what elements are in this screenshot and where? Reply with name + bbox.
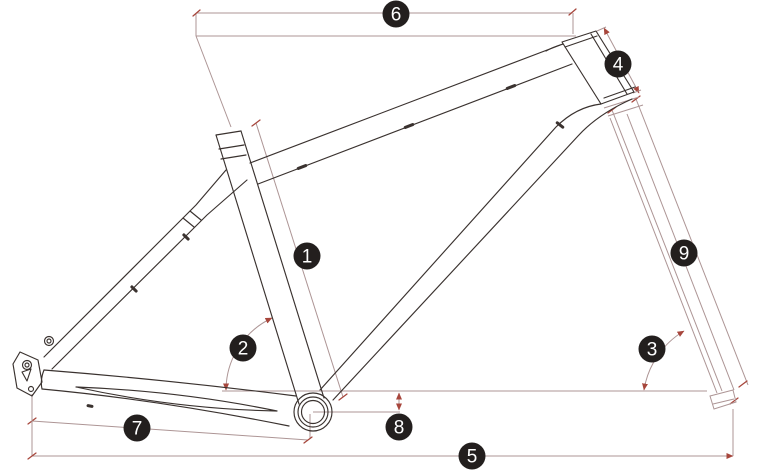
seat-stay [21,169,248,371]
callout-5-label: 5 [467,447,478,468]
dim-top-tube-length [192,8,577,128]
cable-guide [505,84,517,90]
chainstay [40,369,297,427]
dim-wheelbase [27,394,734,460]
callout-2-label: 2 [238,339,249,360]
callout-7-badge: 7 [123,414,151,442]
dimension-lines [27,8,749,460]
callout-2-badge: 2 [229,334,257,362]
callout-8-label: 8 [394,418,405,439]
rear-dropout [12,351,43,397]
top-tube [249,43,573,185]
callout-7-label: 7 [132,419,143,440]
cable-clip [182,233,190,241]
callout-4-badge: 4 [604,50,632,78]
cable-guide [403,123,415,129]
down-tube [319,98,633,401]
callouts: 1 2 3 4 5 6 7 8 [123,0,698,470]
cable-stop [86,404,94,408]
front-dropout [709,389,737,410]
callout-6-badge: 6 [382,0,410,28]
dim-fork-length [607,95,749,405]
frame-drawing [12,30,636,432]
callout-1-badge: 1 [293,242,321,270]
callout-5-badge: 5 [458,442,486,470]
fork-blade [609,117,718,394]
callout-3-label: 3 [647,340,658,361]
bottom-bracket [293,392,333,432]
seat-tube [215,130,325,405]
callout-3-badge: 3 [638,335,666,363]
cable-port [555,121,565,129]
callout-6-label: 6 [391,5,402,26]
callout-1-label: 1 [302,247,313,268]
callout-4-label: 4 [613,55,624,76]
cable-guide [296,164,308,170]
fork-crown [603,96,640,109]
disc-mount-bolts [21,335,55,371]
cable-clip [130,285,138,293]
callout-9-badge: 9 [670,239,698,267]
callout-8-badge: 8 [385,413,413,441]
fork [603,96,737,410]
callout-9-label: 9 [679,244,690,265]
